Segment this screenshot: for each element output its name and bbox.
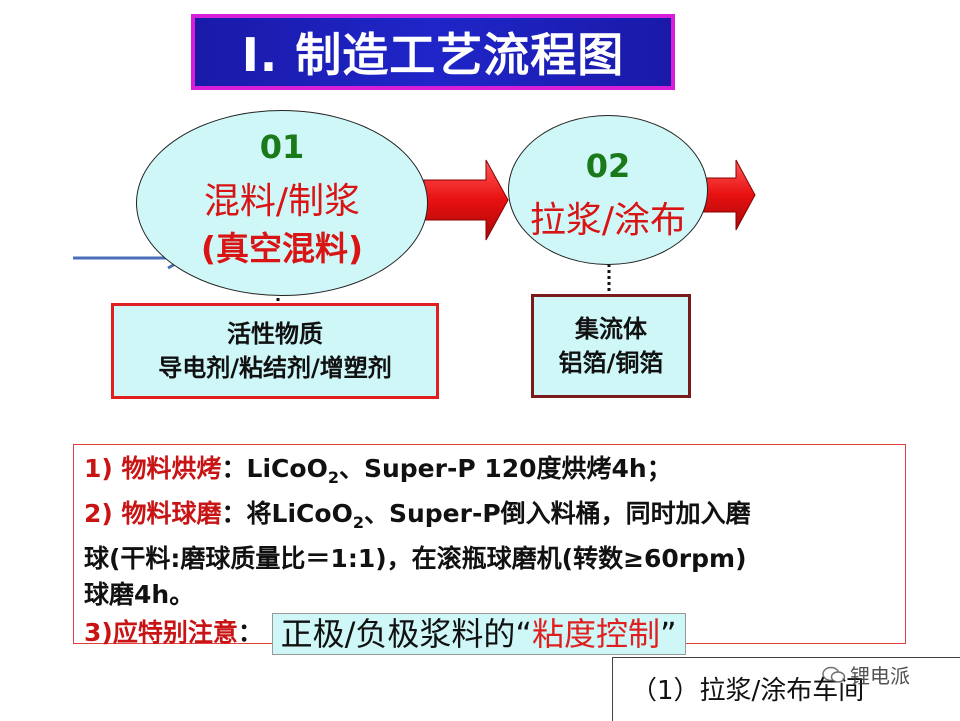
flow-arrow-2 <box>699 159 756 231</box>
note-1: 1) 物料烘烤：LiCoO2、Super-P 120度烘烤4h； <box>84 454 672 487</box>
flow-arrow-1 <box>423 159 509 241</box>
note-2-cont: 球(干料:磨球质量比＝1:1)，在滚瓶球磨机(转数≥60rpm) <box>84 544 747 573</box>
step-2-name: 拉浆/涂布 <box>529 200 687 241</box>
materials-line: 导电剂/粘结剂/增塑剂 <box>158 354 392 382</box>
viscosity-callout: 正极/负极浆料的“粘度控制” <box>271 613 686 655</box>
materials-line: 集流体 <box>575 315 647 343</box>
materials-line: 铝箔/铜箔 <box>558 349 664 377</box>
section-footer: （1）拉浆/涂布车间 <box>612 657 960 721</box>
step-1-number: 01 <box>259 128 305 166</box>
step-1-sub: (真空混料) <box>200 229 364 268</box>
wechat-icon <box>822 666 846 683</box>
step-2-node <box>508 115 708 265</box>
note-3: 3)应特别注意： 正极/负极浆料的“粘度控制” <box>84 613 895 655</box>
step-1-node <box>136 110 428 296</box>
note-2-cont: 球磨4h。 <box>84 580 195 609</box>
watermark: 锂电派 <box>822 660 910 689</box>
process-notes: 1) 物料烘烤：LiCoO2、Super-P 120度烘烤4h； 2) 物料球磨… <box>73 444 906 655</box>
step-1-materials: 活性物质 导电剂/粘结剂/增塑剂 <box>111 303 439 399</box>
step-2-materials: 集流体 铝箔/铜箔 <box>531 294 691 398</box>
step-2-number: 02 <box>585 147 631 185</box>
step-1-name: 混料/制浆 <box>203 181 361 222</box>
page-title: I. 制造工艺流程图 <box>191 14 675 90</box>
note-2: 2) 物料球磨：将LiCoO2、Super-P倒入料桶，同时加入磨 <box>84 499 751 532</box>
materials-line: 活性物质 <box>227 320 323 348</box>
